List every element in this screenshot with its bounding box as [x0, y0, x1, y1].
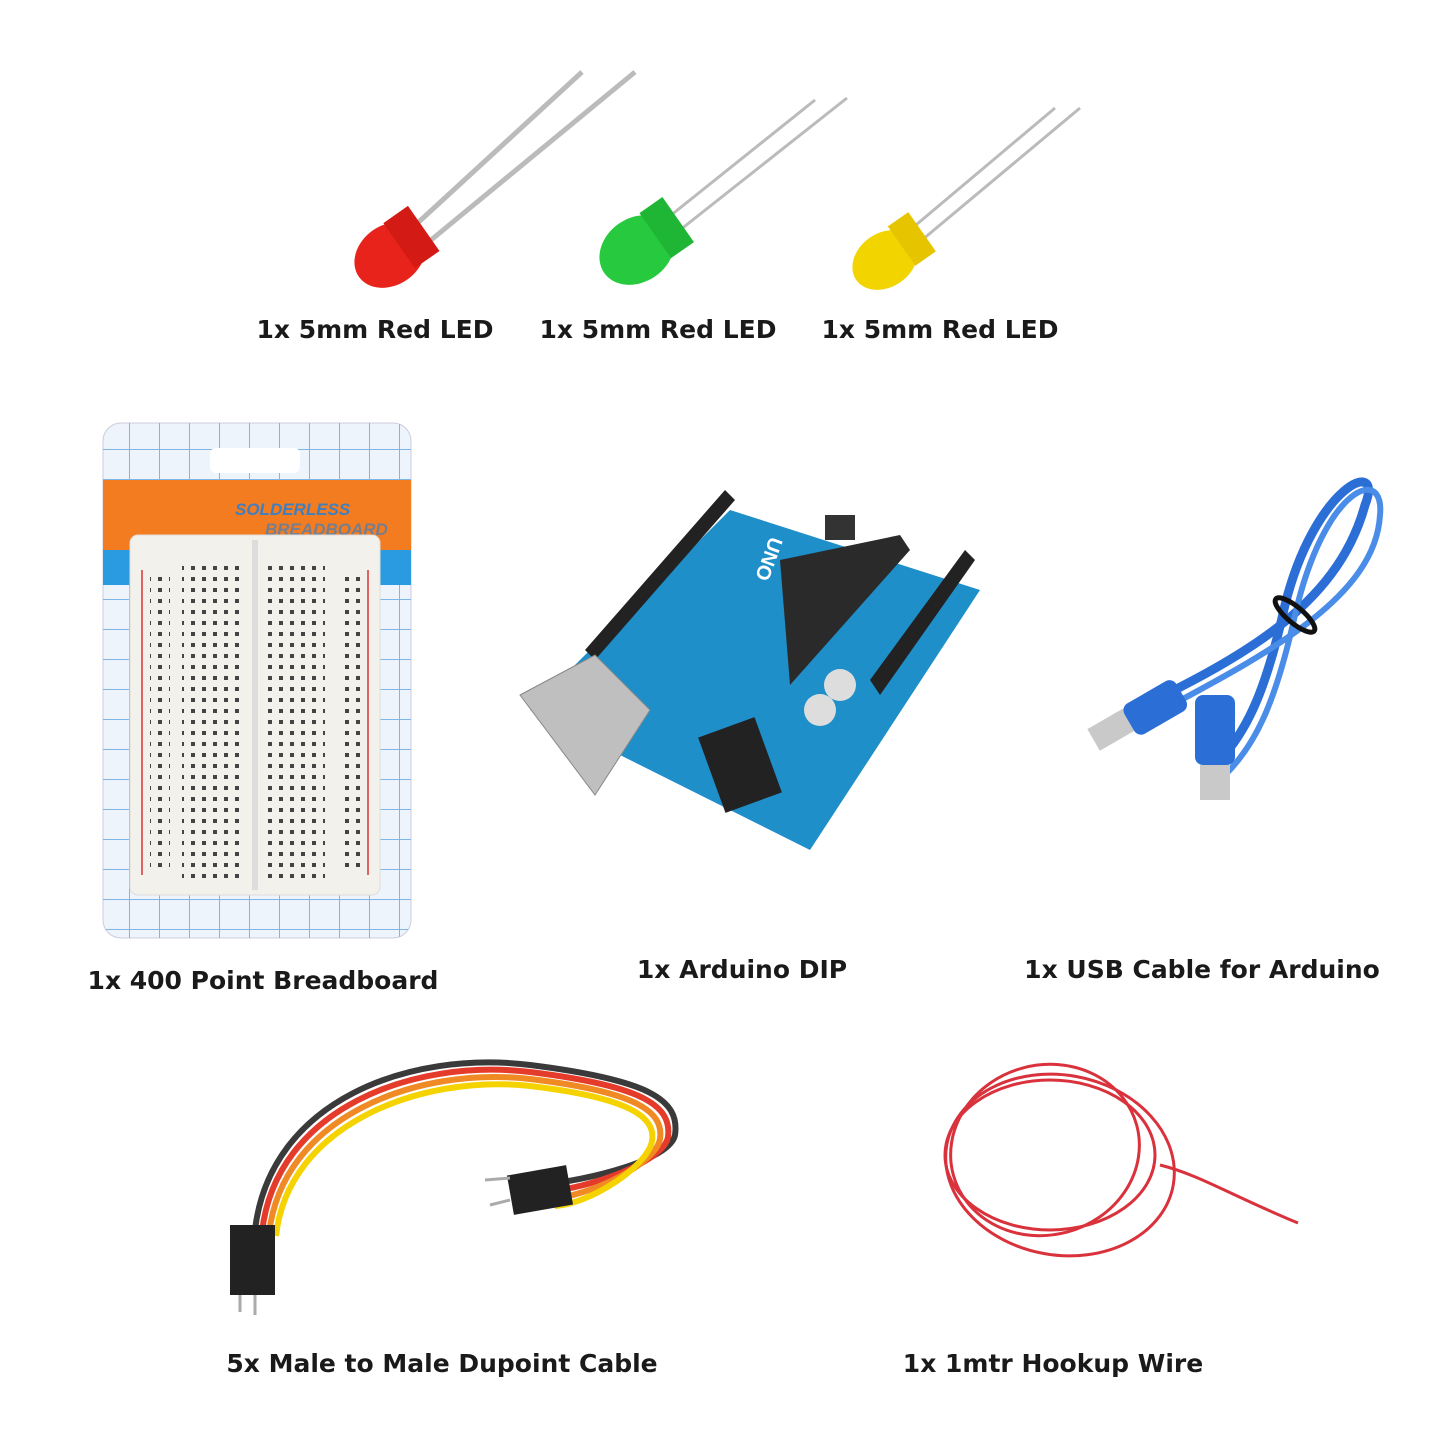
red-led-image — [354, 70, 637, 288]
item-caption: 1x 5mm Red LED — [821, 315, 1059, 344]
item-caption: 5x Male to Male Dupoint Cable — [226, 1349, 658, 1378]
usb-cable-image — [1087, 477, 1384, 800]
item-caption: 1x 5mm Red LED — [256, 315, 494, 344]
hookup-wire-image — [943, 1062, 1299, 1258]
dupont-cable-image — [230, 1059, 679, 1315]
svg-text:BREADBOARD: BREADBOARD — [265, 520, 388, 539]
yellow-led-image — [852, 106, 1081, 290]
arduino-board-image: UNO — [519, 490, 980, 850]
item-caption: 1x 400 Point Breadboard — [87, 966, 439, 995]
item-caption: 1x 1mtr Hookup Wire — [902, 1349, 1204, 1378]
item-caption: 1x USB Cable for Arduino — [1024, 955, 1380, 984]
item-caption: 1x Arduino DIP — [636, 955, 848, 984]
item-caption: 1x 5mm Red LED — [539, 315, 777, 344]
green-led-image — [599, 96, 848, 285]
svg-text:SOLDERLESS: SOLDERLESS — [235, 500, 351, 519]
breadboard-image: SOLDERLESS BREADBOARD — [102, 422, 412, 939]
